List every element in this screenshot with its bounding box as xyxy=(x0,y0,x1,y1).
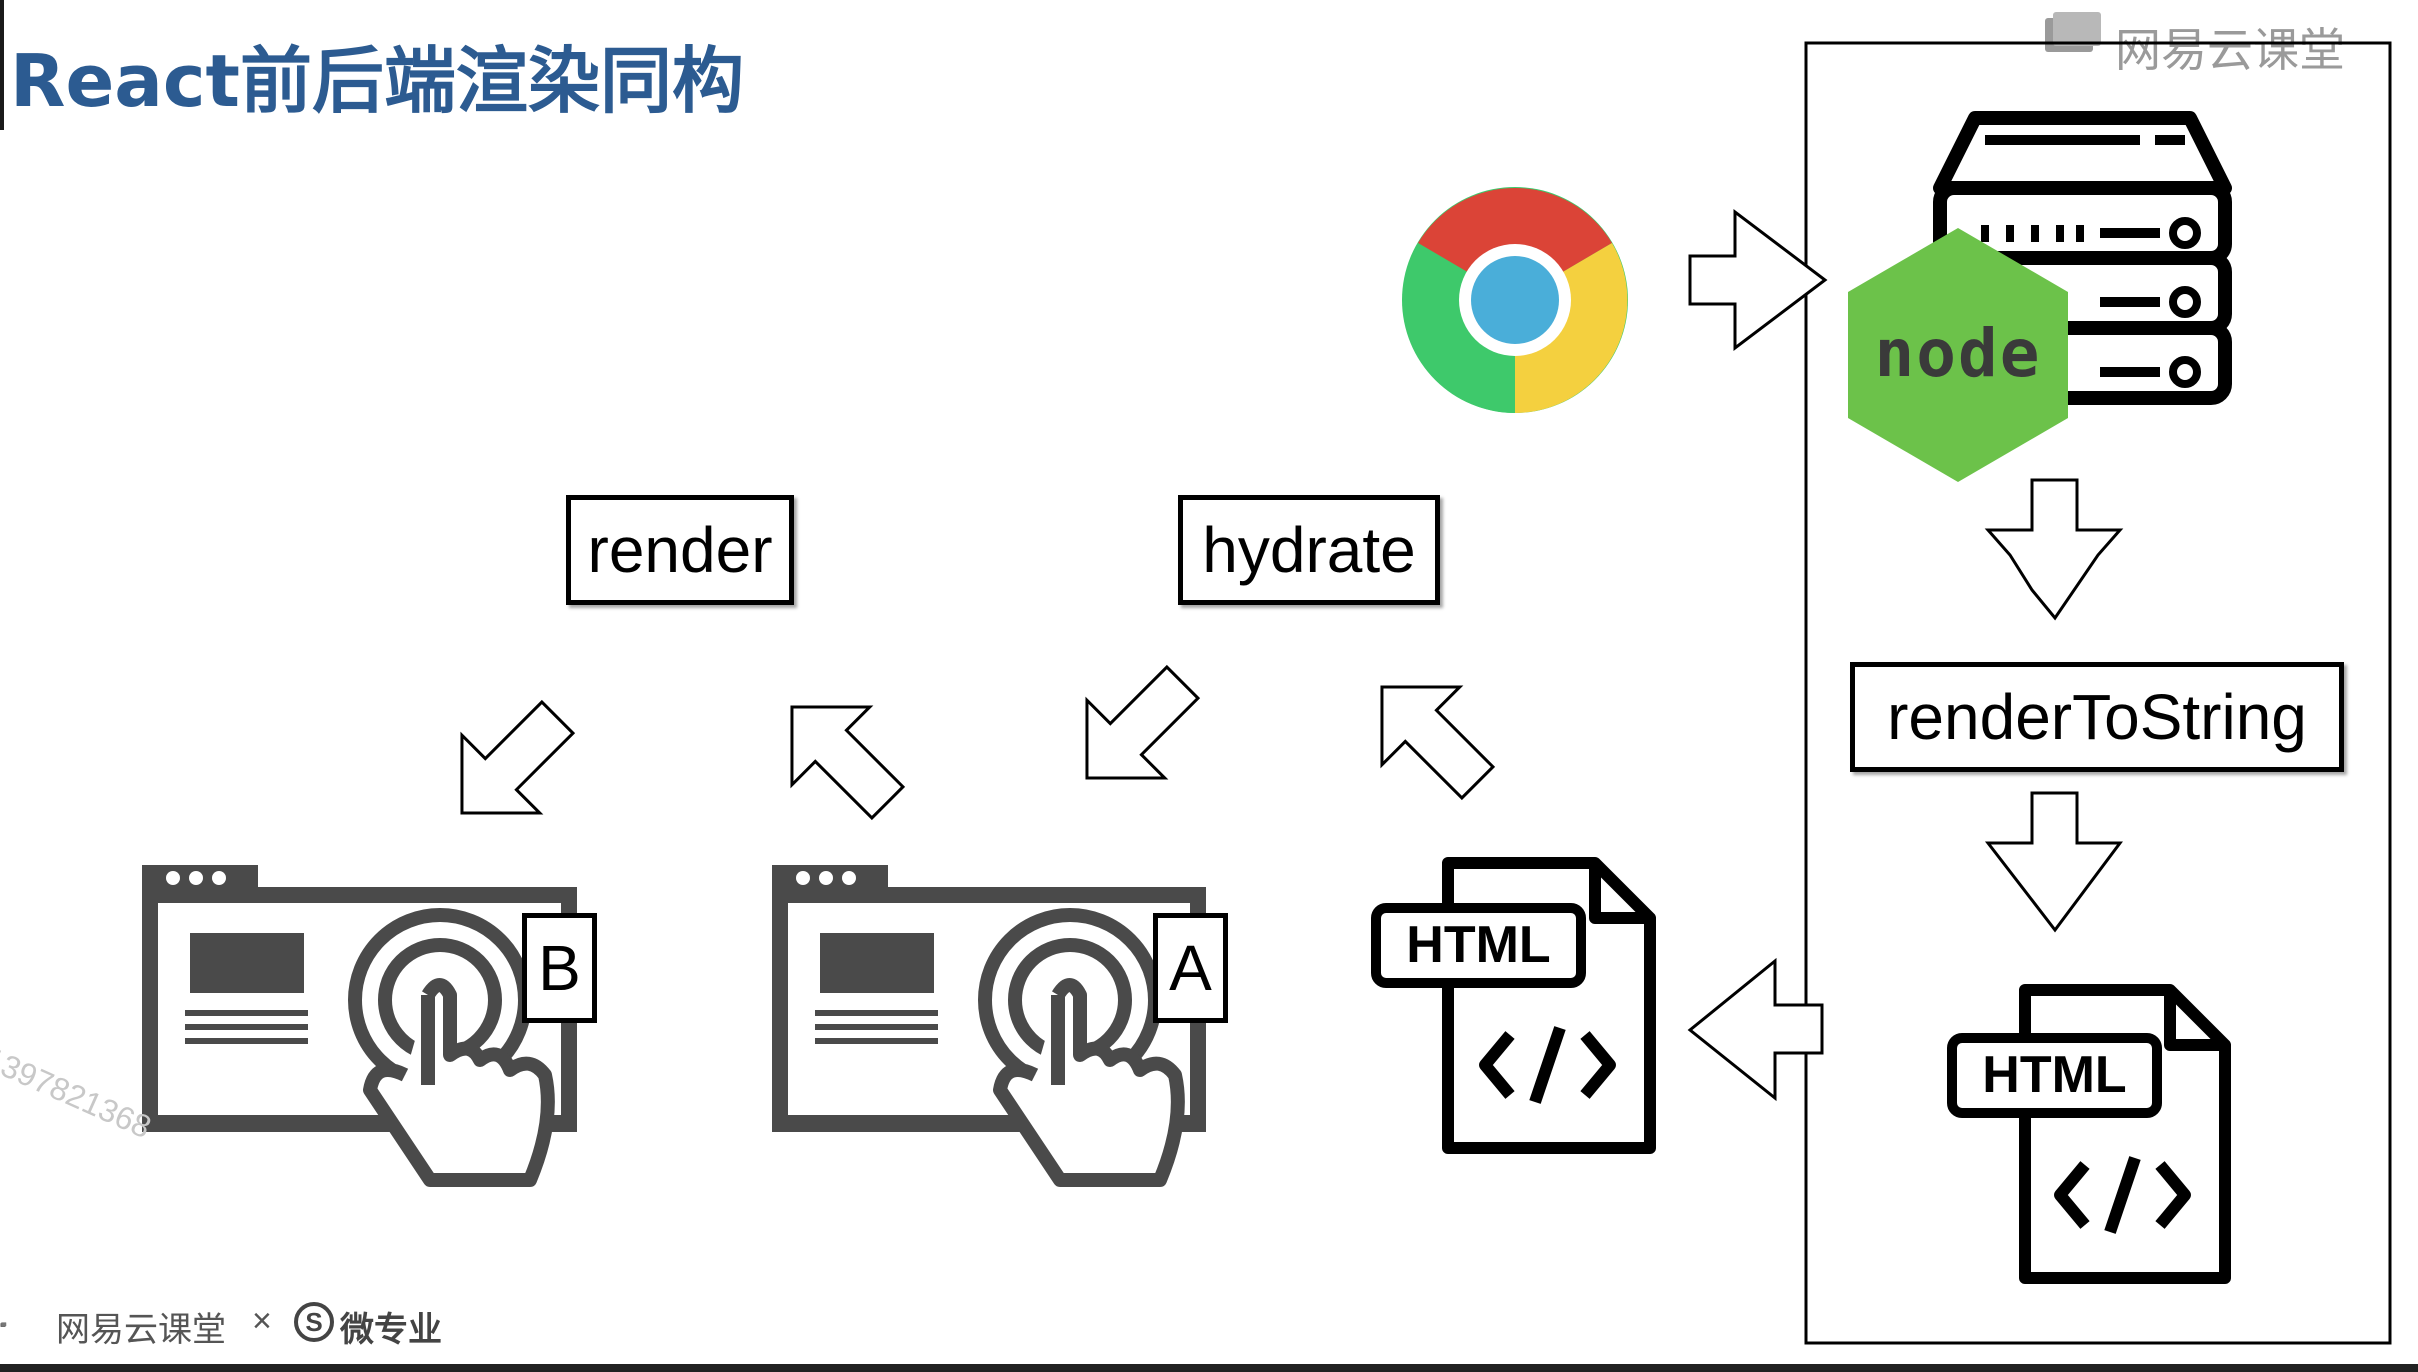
screen-b-label: B xyxy=(522,913,597,1023)
bottom-separator: × xyxy=(252,1302,272,1340)
slide-title: React前后端渲染同构 xyxy=(10,39,744,123)
arrow-left-to-client xyxy=(1687,957,1824,1102)
screen-a-label: A xyxy=(1153,913,1228,1023)
arrow-up-left-render xyxy=(790,705,906,821)
title-accent-bar xyxy=(0,0,4,130)
top-brand-watermark: 网易云课堂 xyxy=(2115,23,2345,77)
server-panel xyxy=(1804,41,2392,1345)
server-icon xyxy=(1933,111,2232,405)
arrow-down-2 xyxy=(1984,791,2123,933)
arrow-right-to-server xyxy=(1688,208,1828,352)
chrome-icon xyxy=(1402,187,1628,413)
html-client-label: HTML xyxy=(1406,916,1551,974)
html-tag-box-client xyxy=(1371,903,1586,988)
arrow-down-1 xyxy=(1984,478,2124,621)
html-tag-box-server xyxy=(1947,1033,2162,1118)
bottom-partner-watermark: 微专业 xyxy=(340,1310,442,1350)
hydrate-label: hydrate xyxy=(1178,495,1440,605)
arrow-down-left-to-b xyxy=(460,699,576,815)
arrow-down-left-to-a xyxy=(1085,664,1201,780)
render-to-string-label: renderToString xyxy=(1850,662,2344,772)
html-server-label: HTML xyxy=(1982,1046,2127,1104)
bottom-edge-line xyxy=(0,1364,2418,1372)
hand-touch-icon-b xyxy=(348,908,555,1187)
svg-text:S: S xyxy=(305,1307,322,1337)
nodejs-icon xyxy=(1848,228,2068,482)
render-label: render xyxy=(566,495,794,605)
nodejs-logo-text: node xyxy=(1874,315,2042,392)
netease-logo-bottom-icon xyxy=(0,1322,7,1327)
arrow-up-left-hydrate xyxy=(1380,685,1496,801)
html-file-icon-server xyxy=(2019,984,2231,1284)
html-file-icon-client xyxy=(1442,857,1656,1154)
bottom-brand-watermark: 网易云课堂 xyxy=(56,1310,226,1350)
weizhuanye-logo-icon: S xyxy=(294,1302,334,1342)
